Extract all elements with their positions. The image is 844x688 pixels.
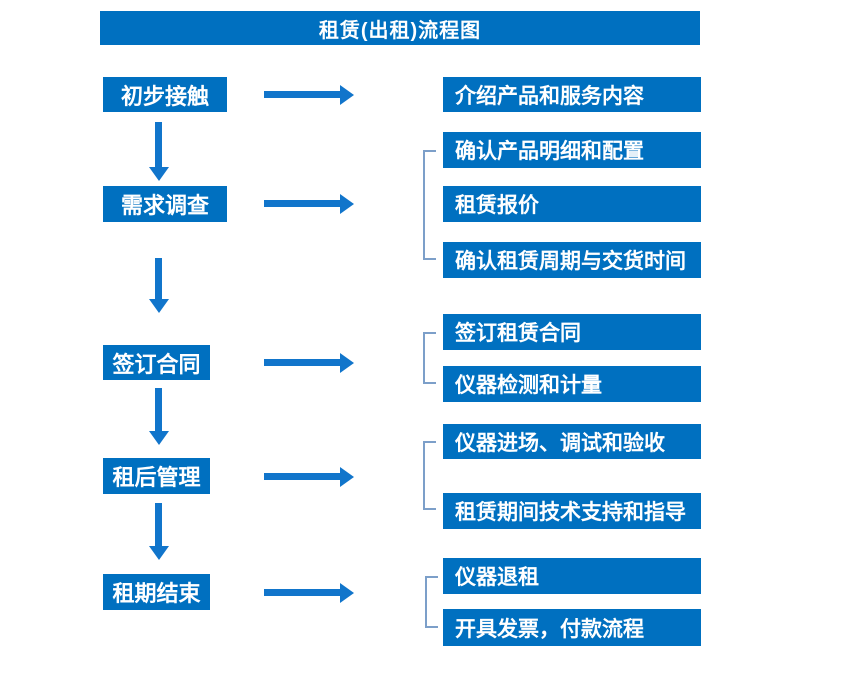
arrow-right-icon-1 bbox=[264, 91, 340, 98]
arrow-right-icon-3 bbox=[264, 359, 340, 366]
detail-lease-tech-support: 租赁期间技术支持和指导 bbox=[443, 493, 701, 529]
step-lease-end: 租期结束 bbox=[103, 574, 210, 610]
arrow-down-icon-2 bbox=[155, 258, 162, 299]
detail-instrument-return: 仪器退租 bbox=[443, 558, 701, 594]
detail-invoice-payment-process: 开具发票，付款流程 bbox=[443, 609, 701, 646]
page-title: 租赁(出租)流程图 bbox=[100, 11, 700, 45]
step-initial-contact: 初步接触 bbox=[103, 77, 227, 112]
detail-introduce-products-services: 介绍产品和服务内容 bbox=[443, 77, 701, 112]
arrow-right-icon-4 bbox=[264, 473, 340, 480]
step-sign-contract: 签订合同 bbox=[103, 345, 210, 380]
step-demand-survey: 需求调查 bbox=[103, 186, 227, 222]
step-post-lease-management: 租后管理 bbox=[103, 458, 210, 494]
detail-instrument-testing-metering: 仪器检测和计量 bbox=[443, 366, 701, 402]
arrow-right-icon-5 bbox=[264, 589, 340, 596]
bracket-group-5 bbox=[425, 576, 438, 628]
detail-confirm-product-details: 确认产品明细和配置 bbox=[443, 132, 701, 168]
arrow-down-icon-4 bbox=[155, 503, 162, 546]
arrow-down-icon-3 bbox=[155, 388, 162, 431]
detail-instrument-entry-commissioning: 仪器进场、调试和验收 bbox=[443, 424, 701, 459]
detail-lease-quote: 租赁报价 bbox=[443, 186, 701, 222]
arrow-down-icon-1 bbox=[155, 122, 162, 167]
bracket-group-2 bbox=[423, 150, 436, 260]
bracket-group-3 bbox=[423, 332, 436, 384]
detail-sign-lease-contract: 签订租赁合同 bbox=[443, 314, 701, 350]
bracket-group-4 bbox=[423, 441, 436, 510]
detail-confirm-lease-period-delivery: 确认租赁周期与交货时间 bbox=[443, 242, 701, 278]
arrow-right-icon-2 bbox=[264, 200, 340, 207]
